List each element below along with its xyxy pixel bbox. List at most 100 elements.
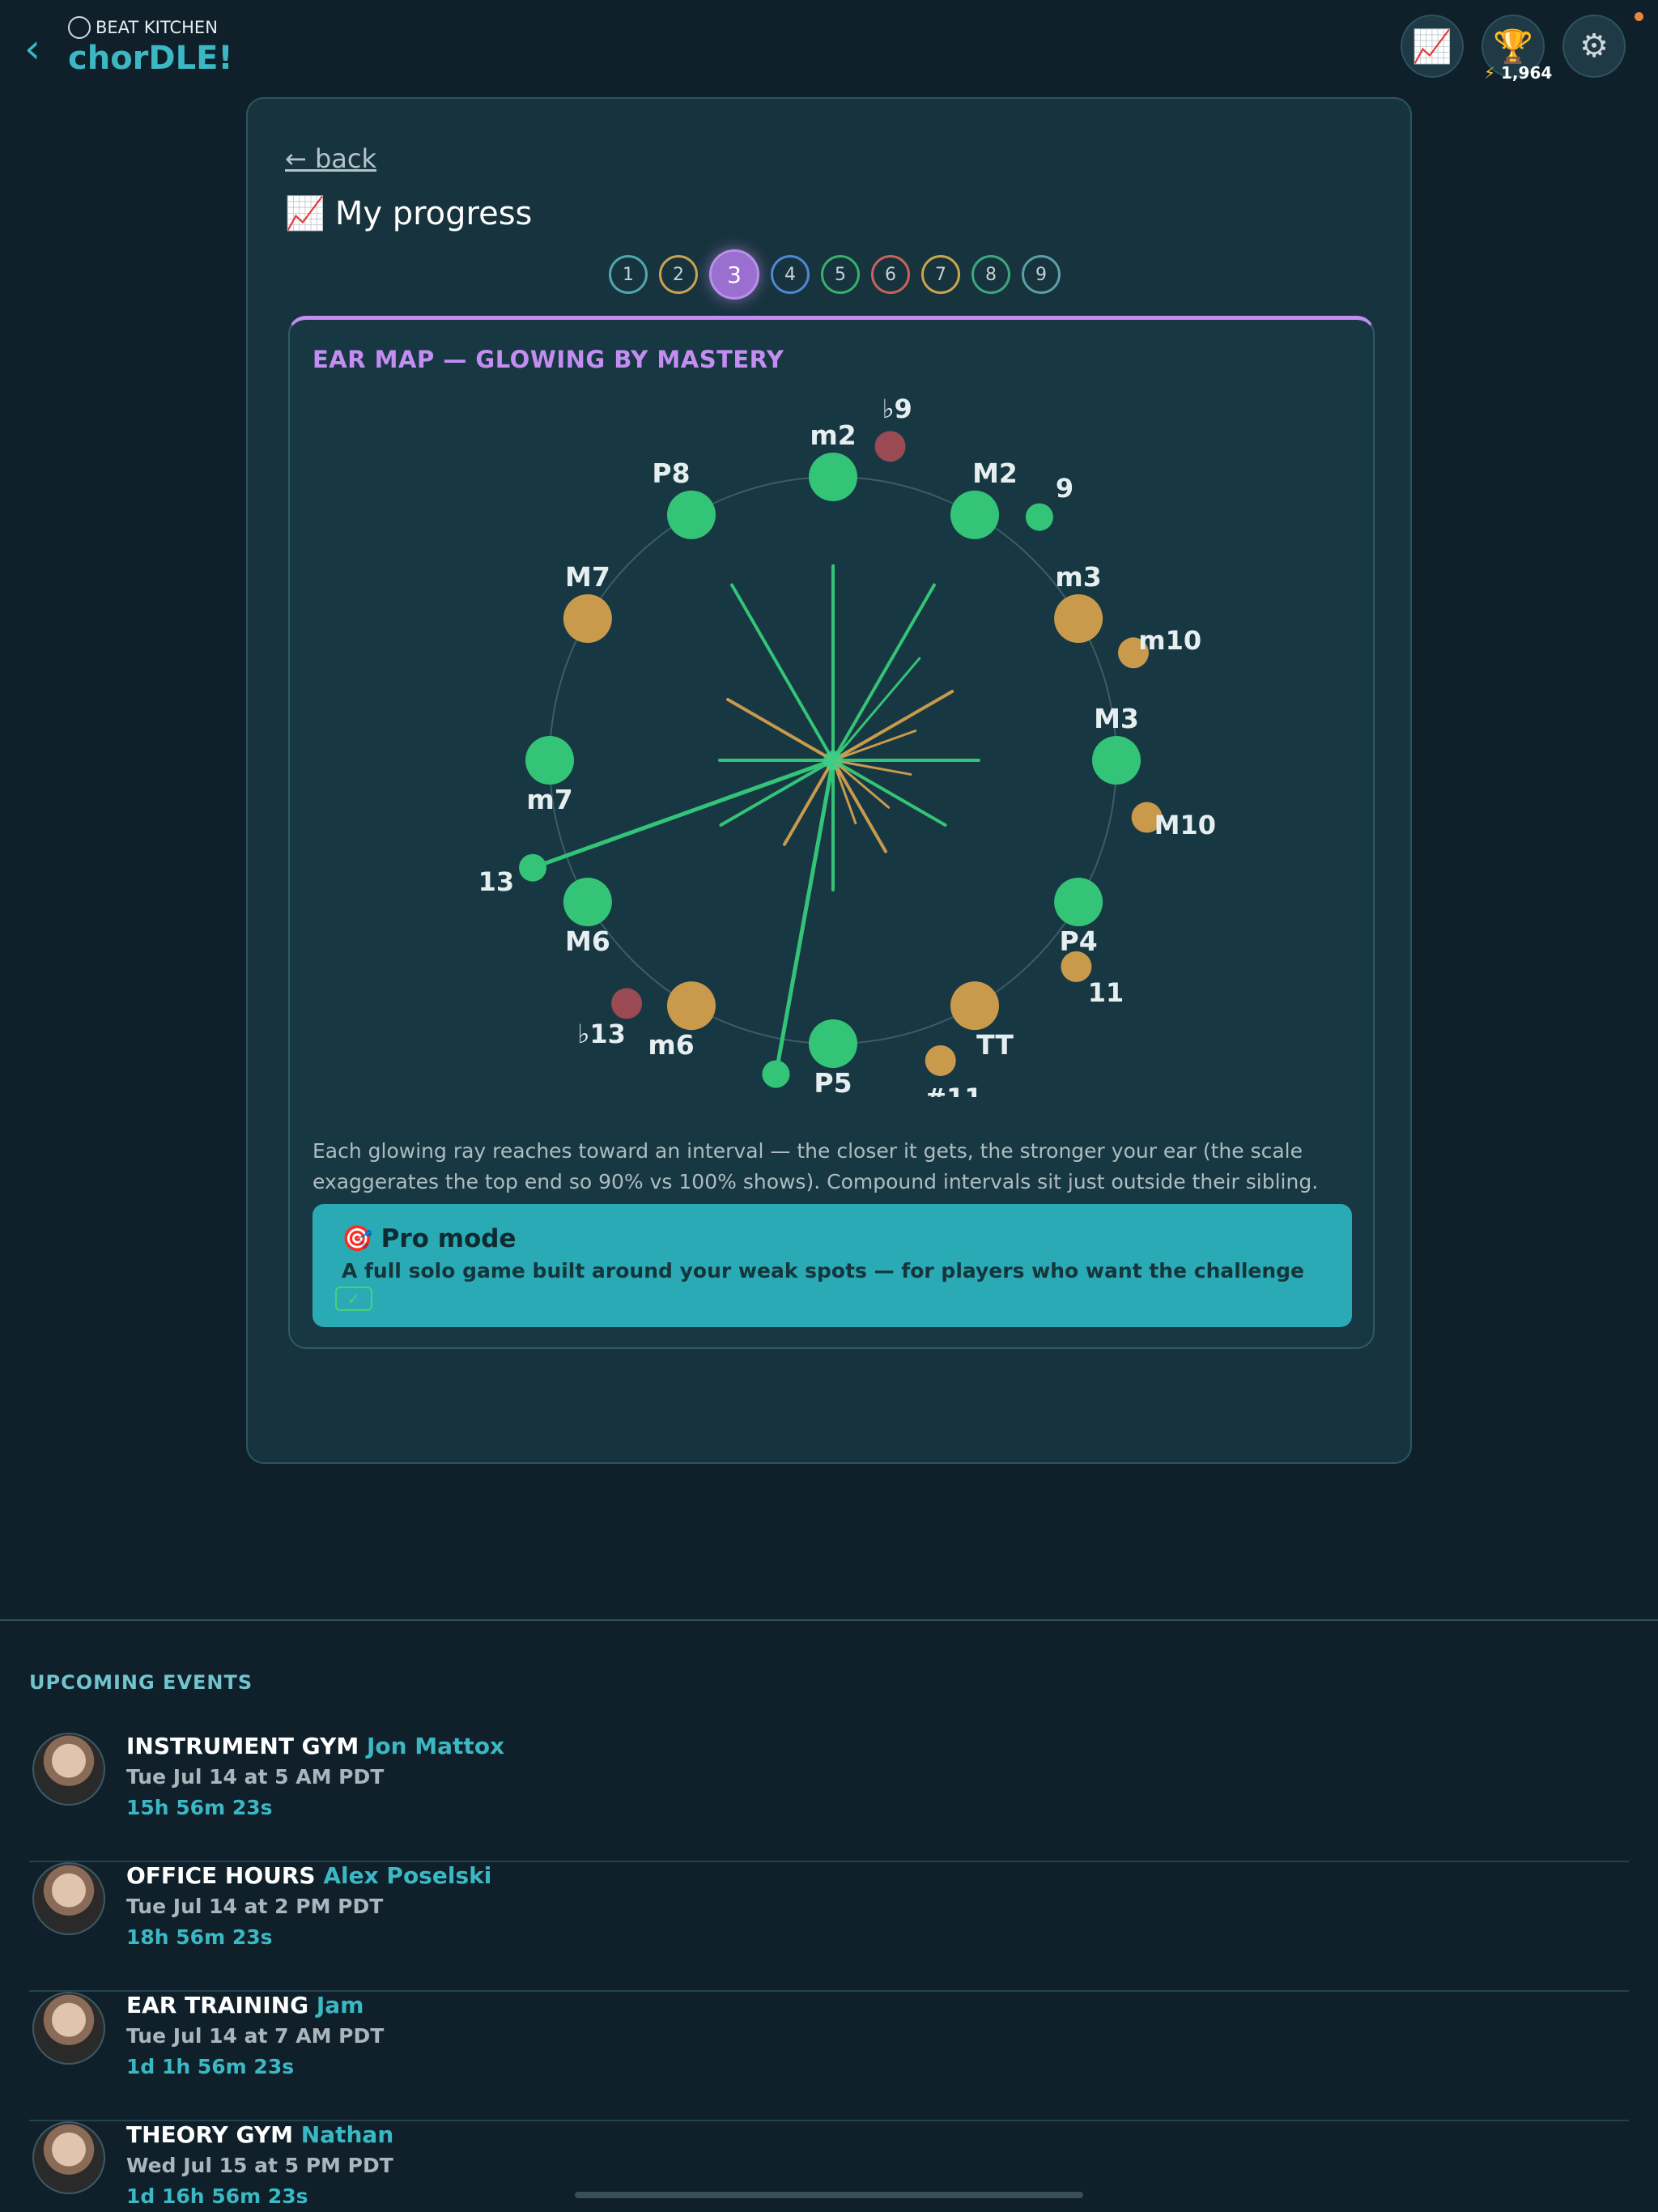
app-name: chorDLE!: [68, 40, 233, 77]
event-host[interactable]: Jam: [316, 1992, 364, 2018]
compound-node-sharp11: [925, 1044, 956, 1076]
back-link[interactable]: ← back: [285, 143, 377, 174]
pro-mode-banner[interactable]: 🎯 Pro mode A full solo game built around…: [312, 1204, 1352, 1327]
compound-label-13: 13: [478, 866, 515, 897]
interval-label-m2: m2: [810, 419, 856, 451]
interval-label-M2: M2: [972, 457, 1018, 489]
step-8[interactable]: 8: [971, 255, 1010, 294]
mastery-ray-m10: [831, 730, 917, 762]
mastery-ray-m3: [831, 690, 954, 762]
card-description: Each glowing ray reaches toward an inter…: [312, 1139, 1319, 1193]
section-divider: [0, 1619, 1658, 1621]
interval-node-M7: [563, 594, 612, 643]
interval-node-m6: [667, 981, 716, 1031]
event-time: Tue Jul 14 at 7 AM PDT: [126, 2024, 385, 2048]
compound-label-flat13: ♭13: [577, 1019, 626, 1049]
interval-label-m6: m6: [648, 1029, 694, 1061]
compound-node-9: [1025, 503, 1053, 531]
mastery-ray-M7: [726, 698, 835, 762]
ear-map-chart: m2M2m3M3P4TTP5m6M6m7M7P8♭99m10M1011#1112…: [478, 393, 1216, 1097]
event-time: Tue Jul 14 at 5 AM PDT: [126, 1765, 385, 1789]
events-title: UPCOMING EVENTS: [29, 1671, 253, 1694]
step-4[interactable]: 4: [771, 255, 810, 294]
event-time: Tue Jul 14 at 2 PM PDT: [126, 1895, 384, 1918]
step-9[interactable]: 9: [1022, 255, 1061, 294]
compound-node-flat13: [611, 988, 643, 1019]
chart-icon: 📈: [1412, 28, 1452, 66]
mastery-ray-11: [831, 759, 891, 809]
notification-dot: [1635, 12, 1643, 21]
home-indicator[interactable]: [575, 2192, 1083, 2198]
event-host[interactable]: Nathan: [300, 2121, 394, 2148]
event-host[interactable]: Jon Mattox: [366, 1733, 505, 1759]
interval-node-m2: [809, 453, 857, 501]
avatar[interactable]: [32, 1862, 105, 1935]
brand[interactable]: BEAT KITCHEN chorDLE!: [68, 16, 233, 78]
event-title: INSTRUMENT GYM: [126, 1733, 359, 1759]
mastery-ray-M2: [831, 583, 936, 762]
xp-counter: ⚡ 1,964: [1484, 63, 1552, 83]
interval-label-P8: P8: [652, 457, 690, 489]
gear-icon: ⚙: [1579, 28, 1609, 65]
event-title: THEORY GYM: [126, 2121, 294, 2148]
mastery-ray-TT: [831, 759, 887, 853]
progress-button[interactable]: 📈: [1401, 15, 1464, 78]
step-3[interactable]: 3: [709, 249, 759, 300]
xp-value: 1,964: [1501, 63, 1553, 83]
interval-label-m3: m3: [1055, 561, 1101, 593]
interval-node-M2: [950, 490, 999, 539]
check-icon[interactable]: ✓: [335, 1287, 372, 1311]
mastery-ray-13: [532, 758, 835, 870]
step-2[interactable]: 2: [659, 255, 698, 294]
event-host[interactable]: Alex Poselski: [323, 1862, 492, 1889]
compound-label-M10: M10: [1154, 810, 1216, 840]
step-6[interactable]: 6: [871, 255, 910, 294]
compound-label-flat9: ♭9: [882, 393, 912, 424]
event-name: INSTRUMENT GYM Jon Mattox: [126, 1733, 504, 1759]
page-title: 📈 My progress: [285, 194, 533, 233]
beat-kitchen-logo-icon: [68, 16, 91, 39]
interval-node-P8: [667, 490, 716, 539]
interval-node-m7: [525, 736, 574, 785]
step-7[interactable]: 7: [921, 255, 960, 294]
step-1[interactable]: 1: [609, 255, 648, 294]
event-name: THEORY GYM Nathan: [126, 2121, 393, 2148]
card-title: EAR MAP — GLOWING BY MASTERY: [312, 346, 784, 373]
interval-label-M3: M3: [1094, 703, 1139, 734]
brand-top: BEAT KITCHEN: [68, 16, 233, 39]
compound-label-m10: m10: [1138, 625, 1201, 656]
bolt-icon: ⚡: [1484, 63, 1496, 83]
event-name: OFFICE HOURS Alex Poselski: [126, 1862, 491, 1889]
interval-label-M7: M7: [565, 561, 610, 593]
event-countdown: 18h 56m 23s: [126, 1925, 273, 1949]
page-title-text: My progress: [334, 194, 533, 232]
pro-mode-title: 🎯 Pro mode: [342, 1223, 517, 1254]
avatar[interactable]: [32, 1733, 105, 1806]
trophy-button[interactable]: 🏆: [1482, 15, 1545, 78]
interval-label-TT: TT: [976, 1029, 1014, 1061]
step-5[interactable]: 5: [821, 255, 860, 294]
interval-label-M6: M6: [565, 925, 610, 957]
mastery-ray-9: [831, 657, 921, 762]
compound-label-9: 9: [1056, 473, 1073, 504]
top-bar: ‹ BEAT KITCHEN chorDLE! 📈 🏆 ⚡ 1,964 ⚙: [0, 0, 1658, 89]
compound-node-M10: [1131, 802, 1163, 833]
chevron-left-icon[interactable]: ‹: [24, 25, 40, 72]
compound-node-m10: [1117, 637, 1149, 669]
avatar[interactable]: [32, 1992, 105, 2065]
event-name: EAR TRAINING Jam: [126, 1992, 363, 2018]
event-countdown: 1d 1h 56m 23s: [126, 2055, 295, 2078]
settings-button[interactable]: ⚙: [1562, 15, 1626, 78]
interval-label-m7: m7: [526, 784, 572, 815]
avatar[interactable]: [32, 2121, 105, 2194]
event-title: EAR TRAINING: [126, 1992, 309, 2018]
mastery-ray-M6: [719, 759, 835, 827]
event-countdown: 1d 16h 56m 23s: [126, 2184, 308, 2208]
mastery-ray-M10: [831, 759, 912, 776]
